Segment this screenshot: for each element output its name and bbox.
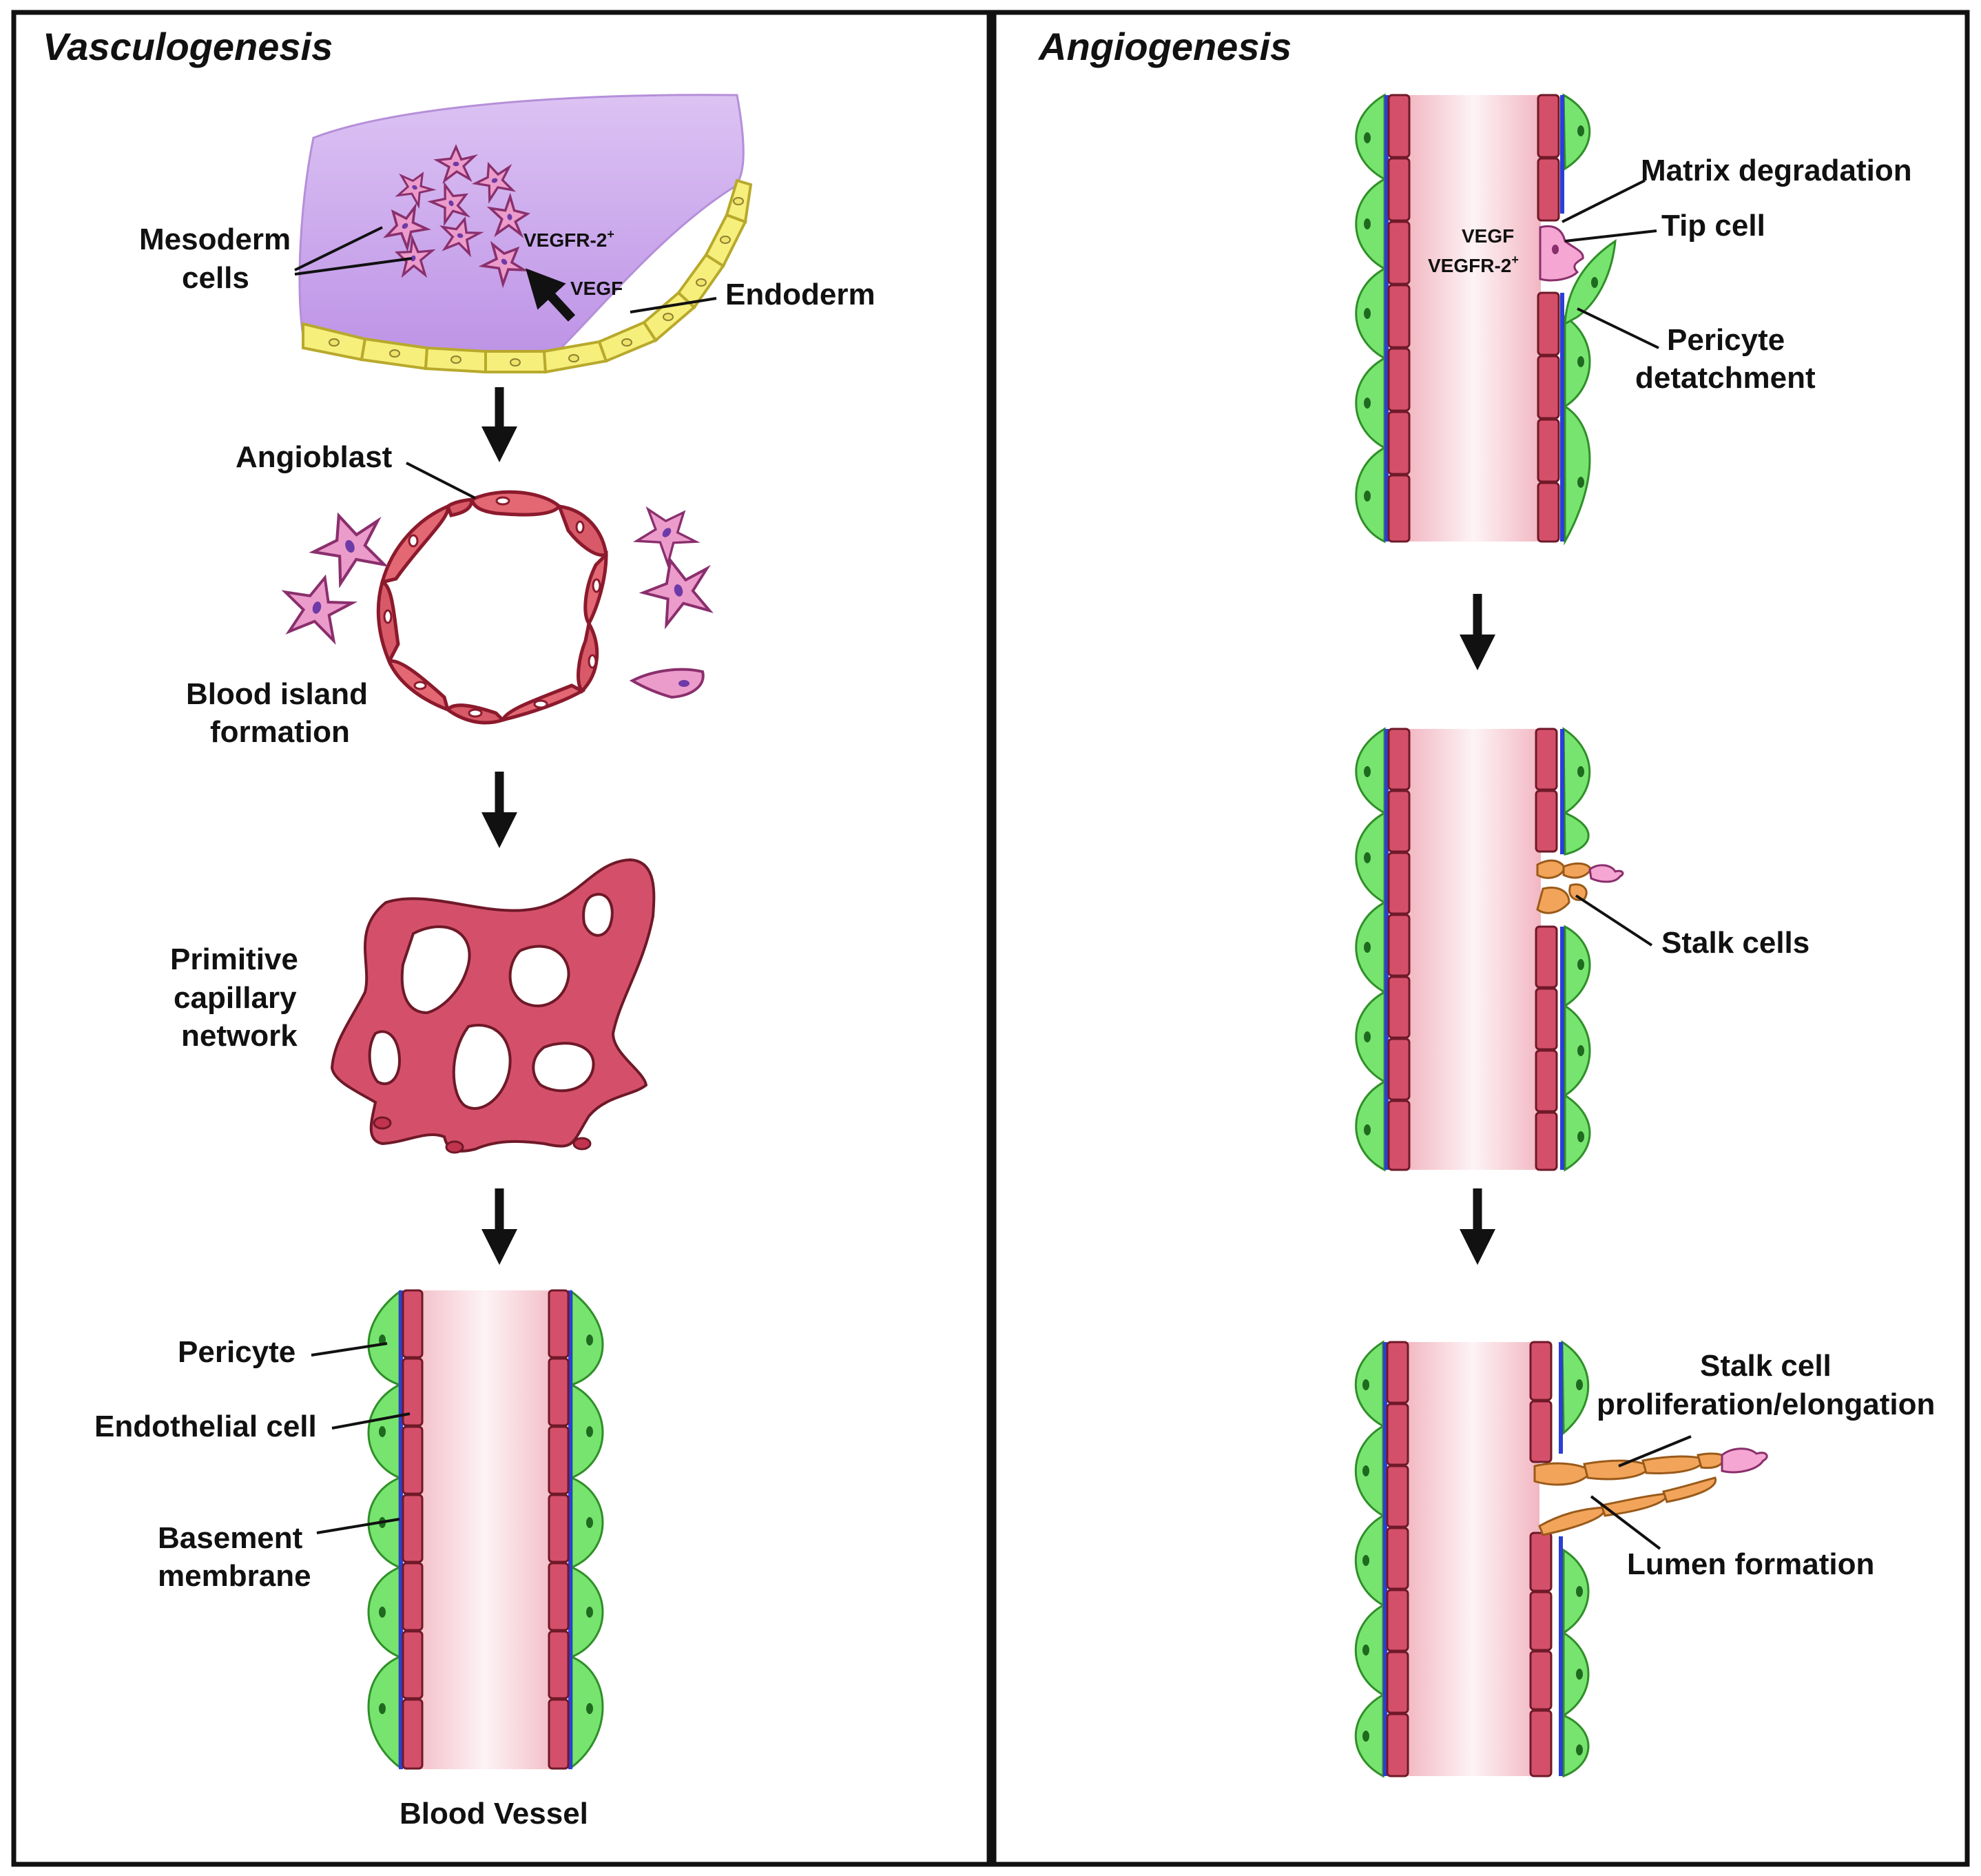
tip-cell	[1721, 1447, 1768, 1474]
title-vasculogenesis: Vasculogenesis	[43, 25, 333, 68]
endothelial-layer	[402, 1289, 570, 1770]
label-vegfr2-right-sup: +	[1511, 253, 1519, 267]
vessel-stage-tip-cell	[1355, 93, 1617, 546]
vessel-lumen	[1407, 729, 1541, 1170]
blood-island-ring	[376, 490, 608, 725]
network-hole	[508, 945, 570, 1007]
network-hole	[452, 1024, 512, 1110]
label-mesoderm-line2: cells	[182, 261, 249, 295]
label-vegf-left: VEGF	[570, 278, 623, 299]
label-angioblast: Angioblast	[236, 440, 393, 474]
label-blood-island-line2: formation	[210, 715, 350, 749]
leader-tip-cell	[1564, 229, 1657, 243]
pericyte-layer	[1355, 93, 1617, 546]
mesenchymal-cell-nucleus	[678, 680, 689, 687]
mesoderm-sheet	[298, 94, 745, 362]
vegf-arrow	[526, 268, 576, 322]
network-hole	[532, 1042, 595, 1093]
free-mesenchymal-cells	[281, 506, 714, 699]
leader-endoderm	[630, 297, 717, 313]
tip-cell	[1588, 864, 1624, 883]
leader-endothelial	[331, 1412, 411, 1430]
leader-lumen	[1590, 1495, 1661, 1550]
pericyte-layer	[367, 1289, 604, 1770]
leader-stalk-cells	[1575, 894, 1653, 947]
leader-stalk-prolif	[1618, 1435, 1692, 1467]
endothelial-layer	[1387, 728, 1558, 1171]
angioblast-nuclei	[383, 496, 601, 718]
endothelial-layer	[1386, 1341, 1553, 1777]
pericyte-layer	[1354, 1340, 1590, 1778]
network-hole	[400, 925, 471, 1015]
label-vegfr2-left-sup: +	[607, 227, 614, 241]
leader-pericyte-left	[311, 1342, 388, 1357]
tip-cell-nucleus	[1552, 245, 1559, 254]
blood-vessel-left	[367, 1289, 604, 1770]
leader-pericyte-detachment	[1577, 307, 1659, 349]
label-vegfr2-right: VEGFR-2+	[1428, 253, 1519, 276]
leader-matrix	[1562, 179, 1646, 223]
label-basement-line2: membrane	[158, 1559, 311, 1593]
label-basement-line1: Basement	[158, 1521, 303, 1555]
vessel-lumen	[1405, 1342, 1539, 1776]
tip-cell	[1539, 225, 1584, 282]
leader-basement	[316, 1518, 400, 1534]
label-pericyte-left: Pericyte	[178, 1335, 295, 1369]
label-primitive-line3: network	[181, 1019, 298, 1053]
vessel-lumen	[1407, 95, 1541, 542]
label-mesoderm-line1: Mesoderm	[139, 223, 291, 256]
label-stalk-cells: Stalk cells	[1661, 926, 1809, 960]
label-stalk-prolif-line2: proliferation/elongation	[1597, 1388, 1935, 1421]
label-primitive-line2: capillary	[174, 981, 297, 1015]
label-vegfr2-left: VEGFR-2+	[523, 227, 614, 251]
label-endothelial: Endothelial cell	[94, 1410, 317, 1443]
label-lumen-formation: Lumen formation	[1627, 1547, 1874, 1581]
leader-mesoderm-2	[294, 257, 413, 276]
label-pericyte-detachment-line1: Pericyte	[1667, 323, 1785, 357]
elongating-stalk-cells	[1533, 1452, 1727, 1536]
leader-angioblast	[406, 462, 476, 499]
network-hole	[368, 1030, 402, 1086]
mesoderm-cell	[395, 172, 437, 209]
mesenchymal-cell	[629, 668, 705, 699]
endothelial-layer	[1387, 94, 1560, 543]
label-vegf-right: VEGF	[1462, 225, 1514, 247]
pericyte-layer	[1355, 727, 1591, 1172]
label-endoderm: Endoderm	[725, 278, 875, 311]
label-blood-vessel: Blood Vessel	[400, 1797, 588, 1831]
mesoderm-cell-cluster	[383, 144, 530, 289]
label-pericyte-detachment-line2: detatchment	[1635, 361, 1816, 395]
network-hole	[582, 893, 614, 937]
panel-frame-vasculogenesis	[11, 10, 992, 1867]
endoderm-nuclei	[329, 197, 744, 367]
label-tip-cell: Tip cell	[1661, 209, 1765, 243]
label-blood-island-line1: Blood island	[186, 677, 368, 711]
panel-frame-angiogenesis	[991, 10, 1970, 1867]
label-primitive-line1: Primitive	[170, 942, 298, 976]
label-matrix-degradation: Matrix degradation	[1641, 154, 1912, 187]
vessel-stage-lumen-formation	[1354, 1340, 1768, 1778]
primitive-capillary-network	[330, 858, 656, 1154]
stalk-cells	[1536, 859, 1593, 914]
vessel-stage-stalk-cells	[1355, 727, 1624, 1172]
vessel-lumen	[406, 1290, 563, 1769]
label-stalk-prolif-line1: Stalk cell	[1700, 1349, 1832, 1383]
title-angiogenesis: Angiogenesis	[1037, 25, 1292, 68]
leader-mesoderm-1	[294, 226, 383, 271]
